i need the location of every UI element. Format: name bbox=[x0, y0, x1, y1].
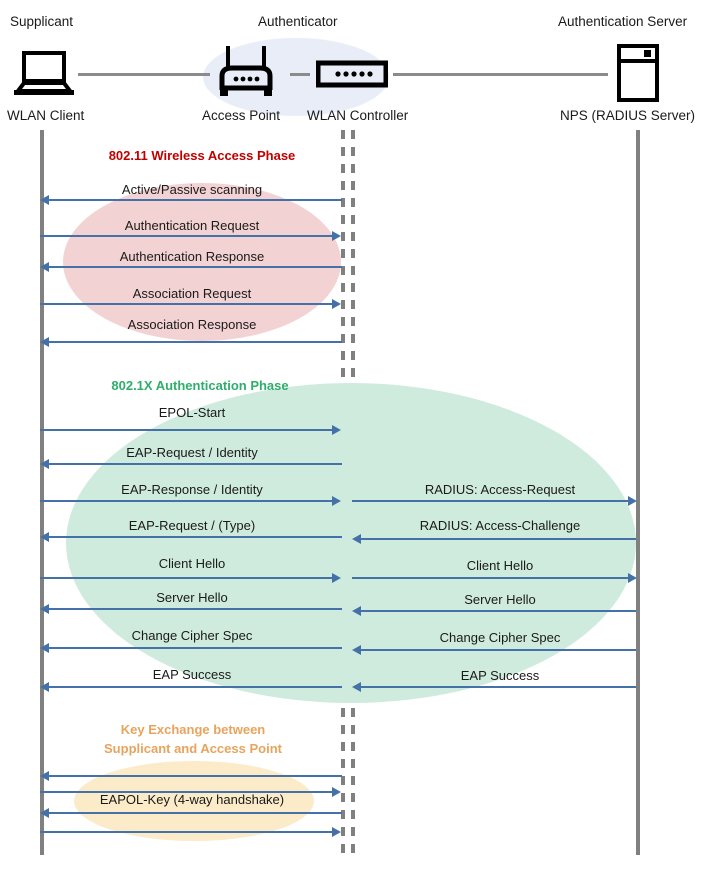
message-arrow-head bbox=[40, 532, 49, 542]
message-label: Client Hello bbox=[158, 556, 226, 571]
message-arrow-head bbox=[332, 787, 341, 797]
message-arrow-line bbox=[48, 775, 342, 777]
message-label: Server Hello bbox=[156, 590, 228, 605]
message-arrow-line bbox=[48, 341, 342, 343]
message-arrow-head bbox=[40, 808, 49, 818]
message-arrow-line bbox=[40, 500, 334, 502]
wire-controller-to-server bbox=[393, 73, 608, 76]
message-arrow-line bbox=[40, 429, 334, 431]
message-arrow-head bbox=[40, 604, 49, 614]
message-label: Change Cipher Spec bbox=[131, 628, 253, 643]
message-arrow-line bbox=[48, 686, 342, 688]
message-label: Authentication Response bbox=[119, 249, 265, 264]
message-label: RADIUS: Access-Request bbox=[424, 482, 576, 497]
message-arrow-head bbox=[332, 299, 341, 309]
message-label: Authentication Request bbox=[124, 218, 260, 233]
controller-icon bbox=[315, 60, 389, 88]
phase-title-wireless-access: 802.11 Wireless Access Phase bbox=[108, 148, 296, 163]
message-arrow-line bbox=[352, 500, 628, 502]
authenticator-group-blob bbox=[203, 38, 389, 116]
message-arrow-head bbox=[332, 425, 341, 435]
role-label-authenticator: Authenticator bbox=[258, 14, 338, 29]
message-arrow-line bbox=[48, 199, 342, 201]
node-label-wlan-client: WLAN Client bbox=[7, 108, 85, 123]
message-label: Client Hello bbox=[466, 558, 534, 573]
wire-client-to-ap bbox=[78, 73, 210, 76]
message-arrow-head bbox=[332, 496, 341, 506]
message-label: Change Cipher Spec bbox=[439, 630, 561, 645]
wireless-router-icon bbox=[214, 44, 278, 100]
message-arrow-head bbox=[40, 771, 49, 781]
message-arrow-line bbox=[352, 577, 628, 579]
message-arrow-line bbox=[360, 649, 636, 651]
role-label-authentication-server: Authentication Server bbox=[558, 14, 688, 29]
message-arrow-line bbox=[360, 686, 636, 688]
message-label: EAP Success bbox=[460, 668, 540, 683]
message-arrow-head bbox=[40, 459, 49, 469]
message-arrow-head bbox=[352, 606, 361, 616]
message-arrow-head bbox=[40, 643, 49, 653]
message-label: RADIUS: Access-Challenge bbox=[419, 518, 581, 533]
message-arrow-line bbox=[48, 463, 342, 465]
message-label: Active/Passive scanning bbox=[121, 182, 263, 197]
message-arrow-head bbox=[332, 573, 341, 583]
message-arrow-line bbox=[40, 303, 334, 305]
message-arrow-head bbox=[40, 682, 49, 692]
message-label: Server Hello bbox=[464, 592, 536, 607]
message-arrow-line bbox=[360, 538, 636, 540]
message-arrow-head bbox=[628, 573, 637, 583]
message-label: EAP-Response / Identity bbox=[121, 482, 263, 497]
message-label: EAP-Request / Identity bbox=[126, 445, 258, 460]
lifeline-supplicant bbox=[40, 130, 44, 855]
wire-ap-to-controller bbox=[290, 73, 310, 76]
message-arrow-head bbox=[40, 262, 49, 272]
message-arrow-line bbox=[360, 610, 636, 612]
message-arrow-line bbox=[48, 812, 342, 814]
node-label-access-point: Access Point bbox=[202, 108, 281, 123]
phase-blob-wireless-access bbox=[63, 183, 341, 341]
message-label: EAP Success bbox=[152, 667, 232, 682]
message-arrow-line bbox=[40, 831, 334, 833]
message-arrow-head bbox=[332, 231, 341, 241]
message-arrow-head bbox=[332, 827, 341, 837]
phase-title-key-exchange: Key Exchange between Supplicant and Acce… bbox=[104, 722, 282, 756]
lifeline-authentication-server bbox=[636, 130, 640, 855]
message-label: EPOL-Start bbox=[158, 405, 226, 420]
server-tower-icon bbox=[616, 44, 660, 102]
laptop-icon bbox=[12, 50, 76, 98]
phase-title-dot1x-authentication: 802.1X Authentication Phase bbox=[111, 378, 289, 393]
message-arrow-head bbox=[352, 682, 361, 692]
message-arrow-head bbox=[40, 337, 49, 347]
message-arrow-head bbox=[40, 195, 49, 205]
message-arrow-line bbox=[48, 536, 342, 538]
message-arrow-head bbox=[628, 496, 637, 506]
role-label-supplicant: Supplicant bbox=[10, 14, 74, 29]
message-arrow-line bbox=[40, 577, 334, 579]
message-arrow-head bbox=[352, 534, 361, 544]
message-arrow-line bbox=[48, 266, 342, 268]
node-label-nps-radius-server: NPS (RADIUS Server) bbox=[560, 108, 696, 123]
message-label: Association Request bbox=[132, 286, 252, 301]
message-arrow-line bbox=[48, 608, 342, 610]
message-label: EAPOL-Key (4-way handshake) bbox=[99, 792, 285, 807]
message-arrow-head bbox=[352, 645, 361, 655]
phase-blob-key-exchange bbox=[74, 761, 314, 841]
node-label-wlan-controller: WLAN Controller bbox=[307, 108, 409, 123]
message-arrow-line bbox=[40, 791, 334, 793]
message-label: Association Response bbox=[127, 317, 257, 332]
message-label: EAP-Request / (Type) bbox=[128, 518, 256, 533]
message-arrow-line bbox=[40, 235, 334, 237]
phase-blob-dot1x-authentication bbox=[66, 383, 636, 703]
message-arrow-line bbox=[48, 647, 342, 649]
